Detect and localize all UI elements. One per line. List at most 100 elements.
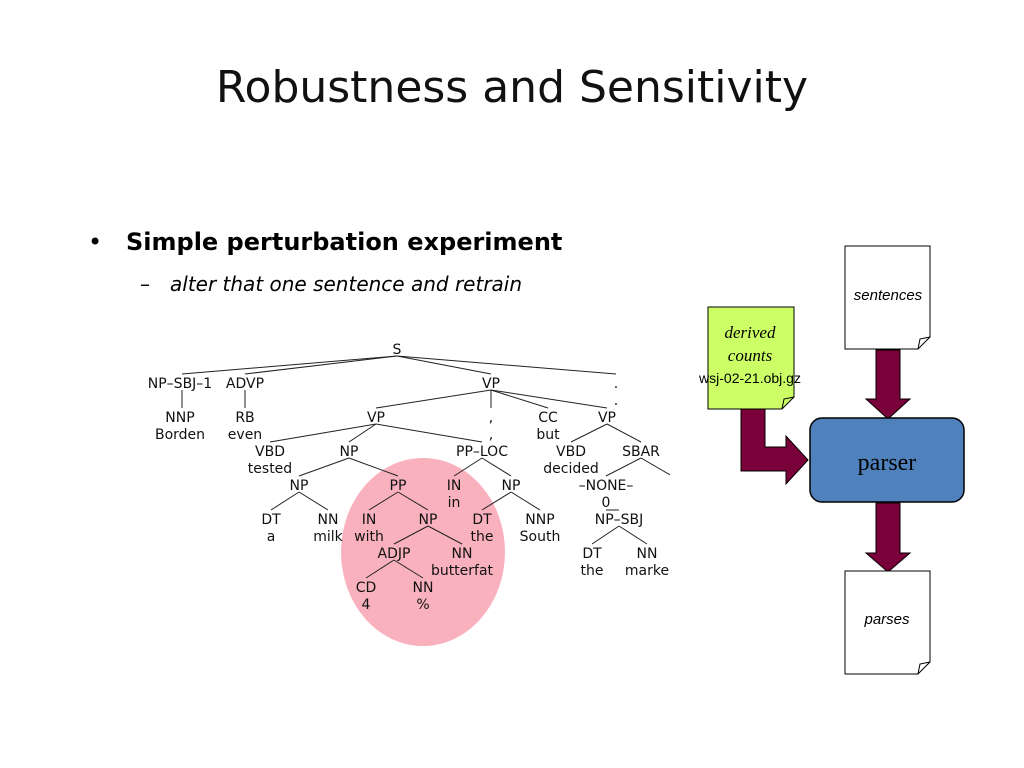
tree-node-vp-right: VP <box>598 410 616 426</box>
sub-bullet-marker: – <box>140 272 150 296</box>
edge <box>490 389 608 409</box>
tree-node-np-adjp: NP <box>419 512 438 528</box>
tree-node-s: S <box>393 342 402 358</box>
parser-label: parser <box>858 450 917 476</box>
tree-node-comma-tag: , <box>489 410 493 426</box>
tree-node-vp-top: VP <box>482 376 500 392</box>
tree-node-borden: Borden <box>155 427 205 443</box>
tree-node-nn4: NN <box>413 580 434 596</box>
edge <box>397 491 429 511</box>
edge <box>365 559 395 579</box>
tree-node-np-south: NP <box>502 478 521 494</box>
parser-box: parser <box>809 417 965 503</box>
tree-node-pp-loc: PP–LOC <box>456 444 508 460</box>
edge <box>605 457 642 477</box>
tree-node-sbar: SBAR <box>622 444 660 460</box>
derived-counts-note: derived counts <box>707 306 795 410</box>
tree-node-dt3: DT <box>582 546 602 562</box>
tree-node-cc: CC <box>538 410 558 426</box>
tree-node-decided: decided <box>543 461 598 477</box>
tree-node-np-a: NP <box>290 478 309 494</box>
edge <box>481 457 512 477</box>
sentences-label: sentences <box>854 287 923 304</box>
tree-node-nn3: NN <box>637 546 658 562</box>
sub-bullet-text: alter that one sentence and retrain <box>170 272 523 296</box>
tree-node-butterfat: butterfat <box>431 563 494 579</box>
tree-node-nn1: NN <box>318 512 339 528</box>
bullet-text: Simple perturbation experiment <box>126 228 563 256</box>
highlight-ellipse <box>341 458 505 646</box>
edge <box>490 389 549 409</box>
edge <box>244 355 398 375</box>
edge <box>640 457 670 476</box>
edge <box>298 491 329 511</box>
tree-node-the1: the <box>471 529 494 545</box>
tree-node-the2: the <box>581 563 604 579</box>
tree-node-nnp2: NNP <box>525 512 554 528</box>
tree-node-advp: ADVP <box>226 376 264 392</box>
tree-node-percent: % <box>416 597 429 613</box>
tree-node-vbd2: VBD <box>556 444 586 460</box>
tree-node-cd: CD <box>356 580 377 596</box>
bullet-marker: • <box>88 228 103 256</box>
edge <box>453 457 483 477</box>
tree-edges <box>181 355 670 579</box>
tree-node-with: with <box>354 529 384 545</box>
edge <box>298 457 350 477</box>
tree-node-period-tag: . <box>614 376 618 392</box>
edge <box>348 457 399 477</box>
tree-node-pp: PP <box>390 478 407 494</box>
edge <box>393 559 424 579</box>
sentences-document: sentences <box>844 245 931 350</box>
edge <box>618 525 648 545</box>
counts-label: counts <box>728 346 773 365</box>
tree-node-tested: tested <box>248 461 292 477</box>
tree-node-np-sbj: NP–SBJ <box>595 512 644 528</box>
edge <box>481 491 512 511</box>
tree-node-four: 4 <box>362 597 371 613</box>
tree-node-vp-left: VP <box>367 410 385 426</box>
tree-node-np-sbj-1: NP–SBJ–1 <box>148 376 212 392</box>
edge <box>427 525 463 545</box>
tree-node-zero: 0 <box>602 495 611 511</box>
parses-label: parses <box>863 611 910 628</box>
edge <box>510 491 541 511</box>
slide-title: Robustness and Sensitivity <box>215 62 809 113</box>
tree-node-nnp1: NNP <box>165 410 194 426</box>
tree-node-adjp: ADJP <box>378 546 411 562</box>
edge <box>591 525 620 545</box>
tree-node-a: a <box>267 529 276 545</box>
tree-node-none: –NONE– <box>579 478 634 494</box>
tree-node-rb: RB <box>235 410 254 426</box>
derived-file-label: wsj-02-21.obj.gz <box>698 370 801 386</box>
parses-document: parses <box>844 570 931 675</box>
edge <box>570 423 608 443</box>
tree-node-dt1: DT <box>261 512 281 528</box>
tree-node-in-with: IN <box>362 512 377 528</box>
tree-node-dt2: DT <box>472 512 492 528</box>
edge <box>396 355 492 375</box>
bullet-level-1: • Simple perturbation experiment <box>88 228 562 256</box>
tree-node-vbd1: VBD <box>255 444 285 460</box>
edge <box>375 389 492 409</box>
tree-node-in-in: IN <box>447 478 462 494</box>
bullet-level-2: –alter that one sentence and retrain <box>140 272 522 296</box>
edge <box>606 423 642 443</box>
edge <box>368 491 399 511</box>
edge <box>396 355 617 375</box>
derived-label: derived <box>725 323 776 342</box>
edge <box>393 525 429 545</box>
tree-node-even: even <box>228 427 262 443</box>
tree-node-period-word: . <box>614 393 618 409</box>
arrow-derived-to-parser <box>740 408 809 486</box>
tree-node-marke: marke <box>625 563 669 579</box>
edge <box>270 491 300 511</box>
tree-node-in-word: in <box>448 495 461 511</box>
tree-node-milk: milk <box>313 529 343 545</box>
tree-node-np-obj: NP <box>340 444 359 460</box>
edge <box>269 423 377 443</box>
tree-node-nn2: NN <box>452 546 473 562</box>
